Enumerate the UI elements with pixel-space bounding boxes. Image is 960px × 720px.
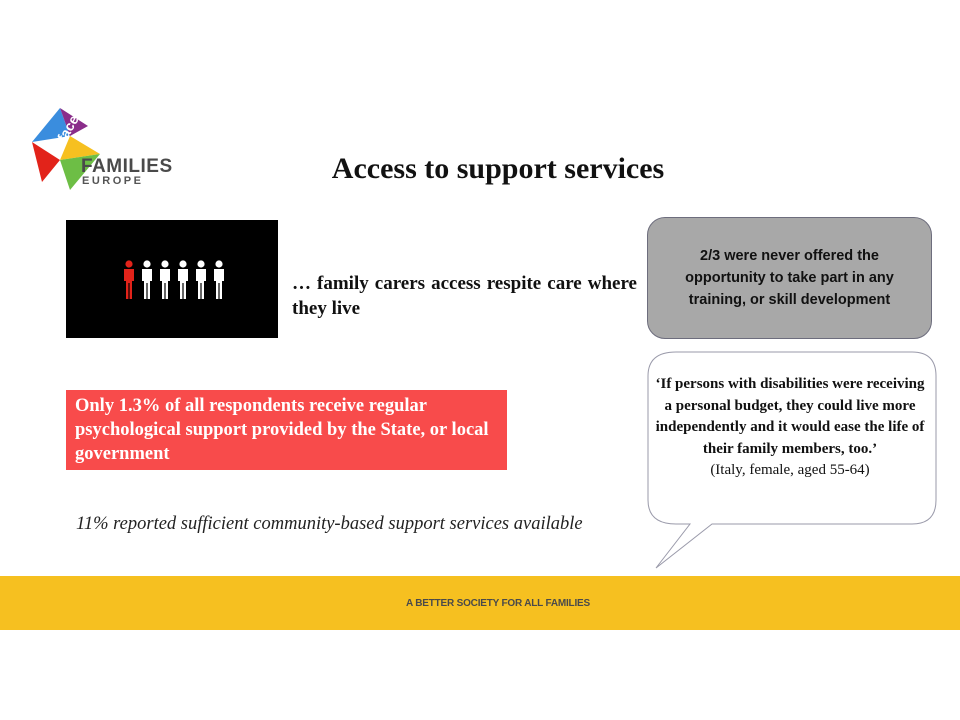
quote-attribution: (Italy, female, aged 55-64) [710,462,870,478]
people-icon-panel [66,220,278,338]
footer-band: A BETTER SOCIETY FOR ALL FAMILIES [0,576,960,630]
community-services-text: 11% reported sufficient community-based … [76,514,583,534]
people-icon [124,260,224,299]
training-callout: 2/3 were never offered the opportunity t… [647,217,932,339]
slide-title: Access to support services [331,152,665,185]
person-figure [214,260,224,299]
footer-text: A BETTER SOCIETY FOR ALL FAMILIES [406,597,590,609]
quote-text: ‘If persons with disabilities were recei… [655,376,925,457]
person-figure [196,260,206,299]
respite-text: … family carers access respite care wher… [292,273,637,319]
person-figure [178,260,188,299]
person-figure-highlighted [124,260,134,299]
psychological-support-callout: Only 1.3% of all respondents receive reg… [66,390,507,470]
logo-families-text: FAMILIES [81,156,173,177]
psychological-support-text: Only 1.3% of all respondents receive reg… [75,396,489,464]
person-figure [142,260,152,299]
person-figure [160,260,170,299]
logo-europe-text: EUROPE [82,175,144,187]
training-callout-text: 2/3 were never offered the opportunity t… [685,248,894,308]
coface-logo: coface [32,108,100,190]
participant-quote: ‘If persons with disabilities were recei… [655,374,925,482]
